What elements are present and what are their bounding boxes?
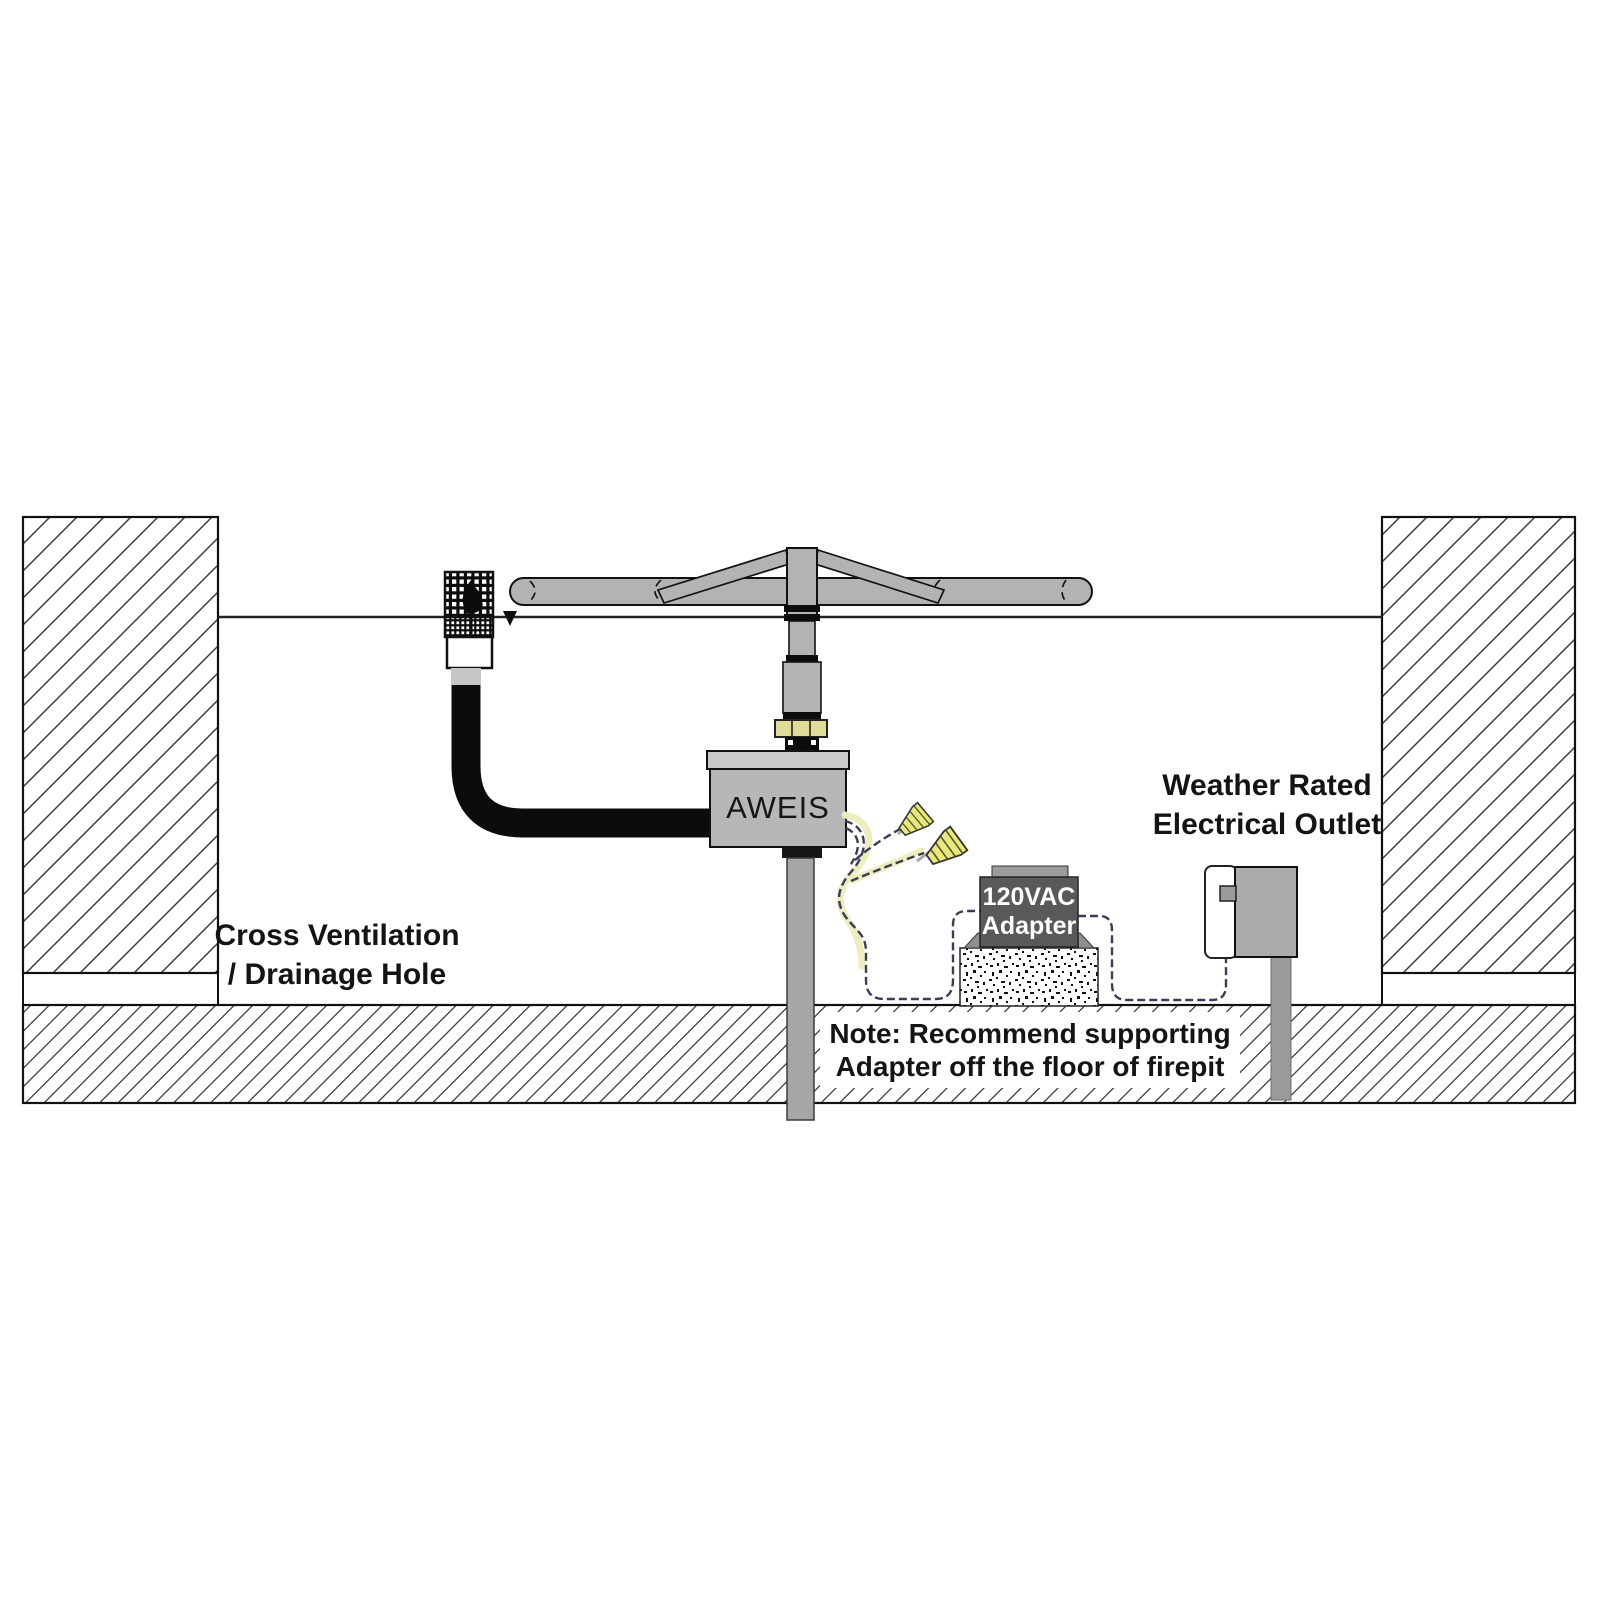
weather-rated-label-line1: Weather Rated: [1162, 769, 1372, 802]
lower-coupling: [782, 847, 822, 858]
cross-ventilation-label: Cross Ventilation / Drainage Hole: [157, 916, 517, 994]
aweis-box: [706, 750, 850, 848]
wire-adapter-to-outlet: [1078, 897, 1228, 1002]
aweis-wiring: [836, 801, 1228, 1002]
cross-ventilation-label-line1: Cross Ventilation: [214, 919, 460, 952]
aweis-text: AWEIS: [726, 790, 830, 825]
adapter-assembly: [959, 865, 1099, 1007]
adapter-top-tab: [991, 865, 1069, 878]
aweis-box-lid: [706, 750, 850, 770]
left-drainage-gap: [22, 973, 219, 1005]
wire-nut-2: [925, 825, 969, 866]
outlet-box: [1234, 866, 1298, 958]
aweis-box-label: AWEIS: [710, 769, 846, 847]
wire-to-nut-1: [845, 826, 901, 865]
support-note-line2: Adapter off the floor of firepit: [835, 1051, 1225, 1082]
right-drainage-gap: [1381, 973, 1576, 1005]
brass-union-nut: [774, 719, 828, 738]
wire-nut-1: [898, 801, 935, 837]
support-note: Note: Recommend supporting Adapter off t…: [820, 1012, 1240, 1088]
igniter-body: [445, 635, 494, 670]
weather-rated-label-line2: Electrical Outlet: [1152, 808, 1382, 841]
yellow-leads: [836, 811, 925, 970]
compression-fitting: [785, 737, 819, 752]
adapter-label: 120VAC Adapter: [980, 877, 1078, 947]
riser-pipe-stack: [774, 605, 828, 752]
support-note-line1: Note: Recommend supporting: [829, 1018, 1231, 1049]
dark-leads: [837, 819, 1228, 1002]
gas-flex-hose: [451, 682, 710, 838]
wire-to-nut-2: [850, 851, 925, 883]
power-plug: [1219, 885, 1237, 902]
adapter-box: [979, 876, 1079, 948]
supply-pipe-down: [786, 857, 815, 1121]
adapter-label-line2: Adapter: [981, 912, 1077, 940]
support-block: [959, 947, 1099, 1007]
igniter-collar: [451, 668, 481, 685]
outlet-post: [1270, 956, 1292, 1101]
igniter-flame-icon: [462, 579, 483, 614]
aweis-box-body: [709, 768, 847, 848]
outlet-weather-cover: [1204, 865, 1238, 959]
left-wall: [21, 515, 220, 1005]
burner-ring-assembly: [509, 547, 1093, 619]
weather-rated-outlet-label: Weather Rated Electrical Outlet: [1087, 766, 1447, 844]
igniter-assembly: [443, 570, 710, 838]
right-wall: [1380, 515, 1577, 1005]
adapter-label-line1: 120VAC: [982, 883, 1076, 911]
level-arrow-icon: [503, 611, 517, 626]
igniter-mesh-screen-lower: [443, 615, 495, 639]
outlet-assembly: [1204, 865, 1298, 1101]
note-background: [820, 1012, 1240, 1088]
cross-ventilation-label-line2: / Drainage Hole: [227, 958, 447, 991]
wire-aweis-to-adapter: [837, 819, 980, 1001]
